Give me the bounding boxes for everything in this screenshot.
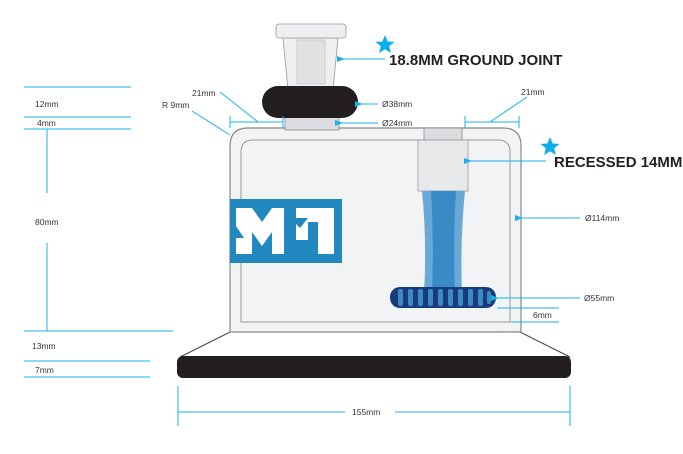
ground-joint-callout: 18.8MM GROUND JOINT <box>389 52 562 69</box>
recessed-joint <box>390 127 496 308</box>
dim-24mm: Ø24mm <box>382 118 412 128</box>
star-icon <box>375 35 395 53</box>
recessed-callout: RECESSED 14MM <box>554 154 682 171</box>
black-ring <box>262 86 358 118</box>
dim-21mm-right: 21mm <box>521 87 545 97</box>
dim-114mm: Ø114mm <box>585 213 619 223</box>
dim-155mm: 155mm <box>352 407 380 417</box>
base-flare <box>179 331 571 358</box>
dim-7mm: 7mm <box>35 365 54 375</box>
dim-6mm: 6mm <box>533 310 552 320</box>
base-pad <box>177 356 571 378</box>
dim-4mm: 4mm <box>37 118 56 128</box>
m1-logo <box>230 199 342 263</box>
ground-joint <box>262 23 358 131</box>
left-dimensions <box>24 86 173 378</box>
dim-38mm: Ø38mm <box>382 99 412 109</box>
star-icon <box>540 137 560 155</box>
dim-80mm: 80mm <box>35 217 59 227</box>
dim-21mm-left: 21mm <box>192 88 216 98</box>
dim-13mm: 13mm <box>32 341 56 351</box>
dim-55mm: Ø55mm <box>584 293 614 303</box>
dim-12mm: 12mm <box>35 99 59 109</box>
dim-r9mm: R 9mm <box>162 100 189 110</box>
